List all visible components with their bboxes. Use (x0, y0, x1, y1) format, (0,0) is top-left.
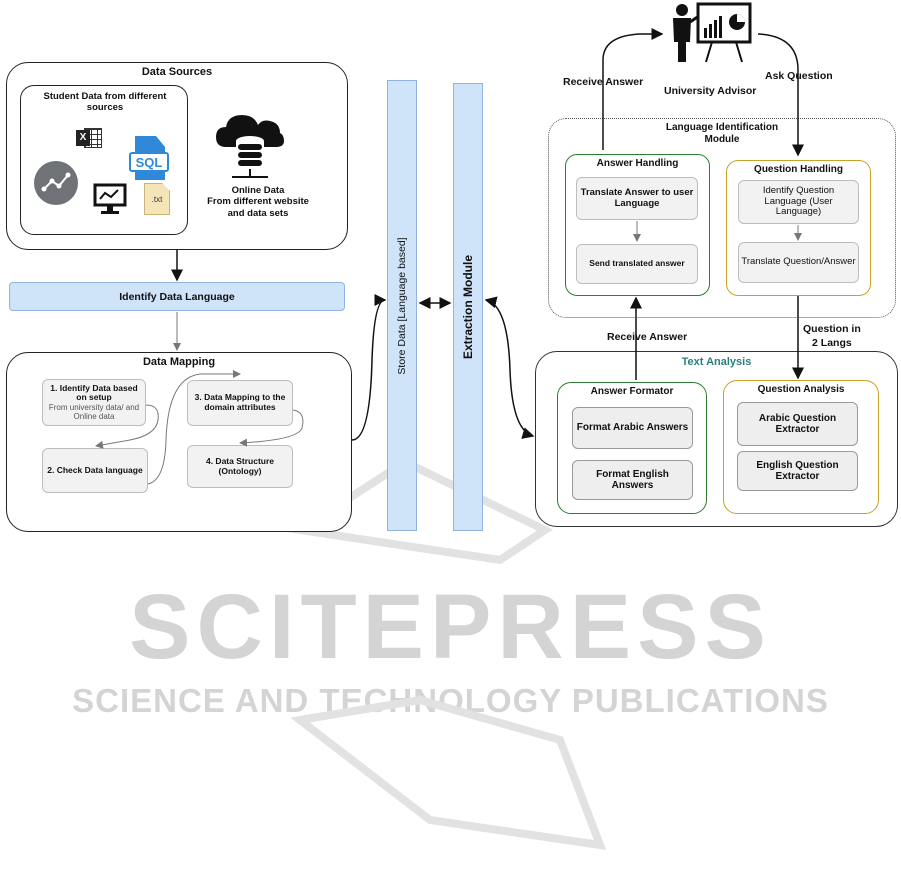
data-sources-panel: Data Sources Student Data from different… (6, 62, 348, 250)
data-mapping-title: Data Mapping (142, 356, 216, 368)
excel-icon: X (76, 126, 102, 151)
extraction-module-bar: Extraction Module (453, 83, 483, 531)
answer-formator-title: Answer Formator (590, 386, 674, 397)
question-analysis-box: Question Analysis (723, 380, 879, 514)
question-in-langs-line1: Question in (803, 323, 861, 335)
mapping-step-2-label: 2. Check Data language (47, 464, 143, 475)
arabic-question-extractor-label: Arabic Question Extractor (758, 412, 837, 436)
question-handling-box: Question Handling (726, 160, 871, 296)
language-module-title-line1: Language Identification (665, 122, 779, 133)
mapping-step-1-title: 1. Identify Data based on setup (50, 382, 138, 403)
answer-handling-title: Answer Handling (596, 158, 679, 169)
student-data-label: Student Data from different sources (43, 91, 167, 113)
watermark-main: SCITEPRESS (129, 576, 772, 678)
store-data-bar: Store Data [Language based] (387, 80, 417, 531)
analytics-circle-icon (34, 161, 78, 205)
online-data-text: Online Data From different website and d… (203, 185, 313, 219)
translate-answer-label: Translate Answer to user Language (580, 186, 694, 209)
format-english-answers-label: Format English Answers (596, 468, 669, 492)
mapping-step-1-sub: From university data/ and Online data (48, 403, 140, 422)
university-advisor-icon (664, 0, 754, 64)
question-handling-title: Question Handling (754, 164, 843, 175)
format-arabic-answers-label: Format Arabic Answers (576, 422, 689, 434)
translate-question-label: Translate Question/Answer (741, 256, 856, 268)
receive-answer-mid-label: Receive Answer (607, 331, 688, 343)
format-english-answers-box: Format English Answers (572, 460, 693, 500)
translate-answer-box: Translate Answer to user Language (576, 177, 698, 220)
send-translated-answer-box: Send translated answer (576, 244, 698, 284)
mapping-step-1: 1. Identify Data based on setup From uni… (42, 379, 146, 426)
identify-question-language-box: Identify Question Language (User Languag… (738, 180, 859, 224)
online-data-line1: Online Data (231, 185, 285, 196)
extraction-module-label: Extraction Module (461, 254, 475, 360)
excel-letter: X (76, 130, 90, 146)
arabic-question-extractor-box: Arabic Question Extractor (737, 402, 858, 446)
mapping-step-3-label: 3. Data Mapping to the domain attributes (194, 392, 286, 412)
online-data-line3: and data sets (227, 207, 289, 219)
watermark-sub: SCIENCE AND TECHNOLOGY PUBLICATIONS (72, 682, 829, 719)
question-analysis-title: Question Analysis (757, 384, 845, 395)
sql-file-icon: SQL (129, 136, 173, 188)
mapping-step-4-label: 4. Data Structure (Ontology) (205, 455, 275, 476)
send-translated-answer-label: Send translated answer (589, 258, 685, 269)
sql-label: SQL (129, 152, 169, 172)
identify-data-language-label: Identify Data Language (119, 290, 235, 303)
english-question-extractor-box: English Question Extractor (737, 451, 858, 491)
answer-handling-box: Answer Handling (565, 154, 710, 296)
cloud-database-icon (214, 111, 286, 181)
txt-file-icon: .txt (144, 183, 170, 215)
translate-question-box: Translate Question/Answer (738, 242, 859, 283)
online-data-line2: From different website (207, 196, 309, 208)
mapping-step-3: 3. Data Mapping to the domain attributes (187, 380, 293, 426)
student-data-box: Student Data from different sources (20, 85, 188, 235)
question-in-langs-label: Question in 2 Langs (803, 323, 861, 350)
text-analysis-title: Text Analysis (681, 356, 752, 368)
university-advisor-label: University Advisor (664, 85, 757, 97)
language-module-title-line2: Module (704, 134, 740, 145)
mapping-step-4: 4. Data Structure (Ontology) (187, 445, 293, 488)
english-question-extractor-label: English Question Extractor (756, 459, 839, 483)
ask-question-label: Ask Question (765, 70, 833, 82)
language-module-title: Language Identification Module (549, 122, 895, 146)
store-data-label: Store Data [Language based] (396, 236, 408, 375)
identify-data-language-bar: Identify Data Language (9, 282, 345, 311)
txt-label: .txt (151, 195, 163, 204)
format-arabic-answers-box: Format Arabic Answers (572, 407, 693, 449)
mapping-step-2: 2. Check Data language (42, 448, 148, 493)
receive-answer-top-label: Receive Answer (563, 76, 644, 88)
language-identification-module: Language Identification Module (548, 118, 896, 318)
monitor-chart-icon (93, 183, 127, 217)
data-sources-title: Data Sources (141, 66, 213, 78)
answer-formator-box: Answer Formator (557, 382, 707, 514)
identify-question-language-label: Identify Question Language (User Languag… (762, 184, 835, 218)
question-in-langs-line2: 2 Langs (812, 336, 852, 349)
